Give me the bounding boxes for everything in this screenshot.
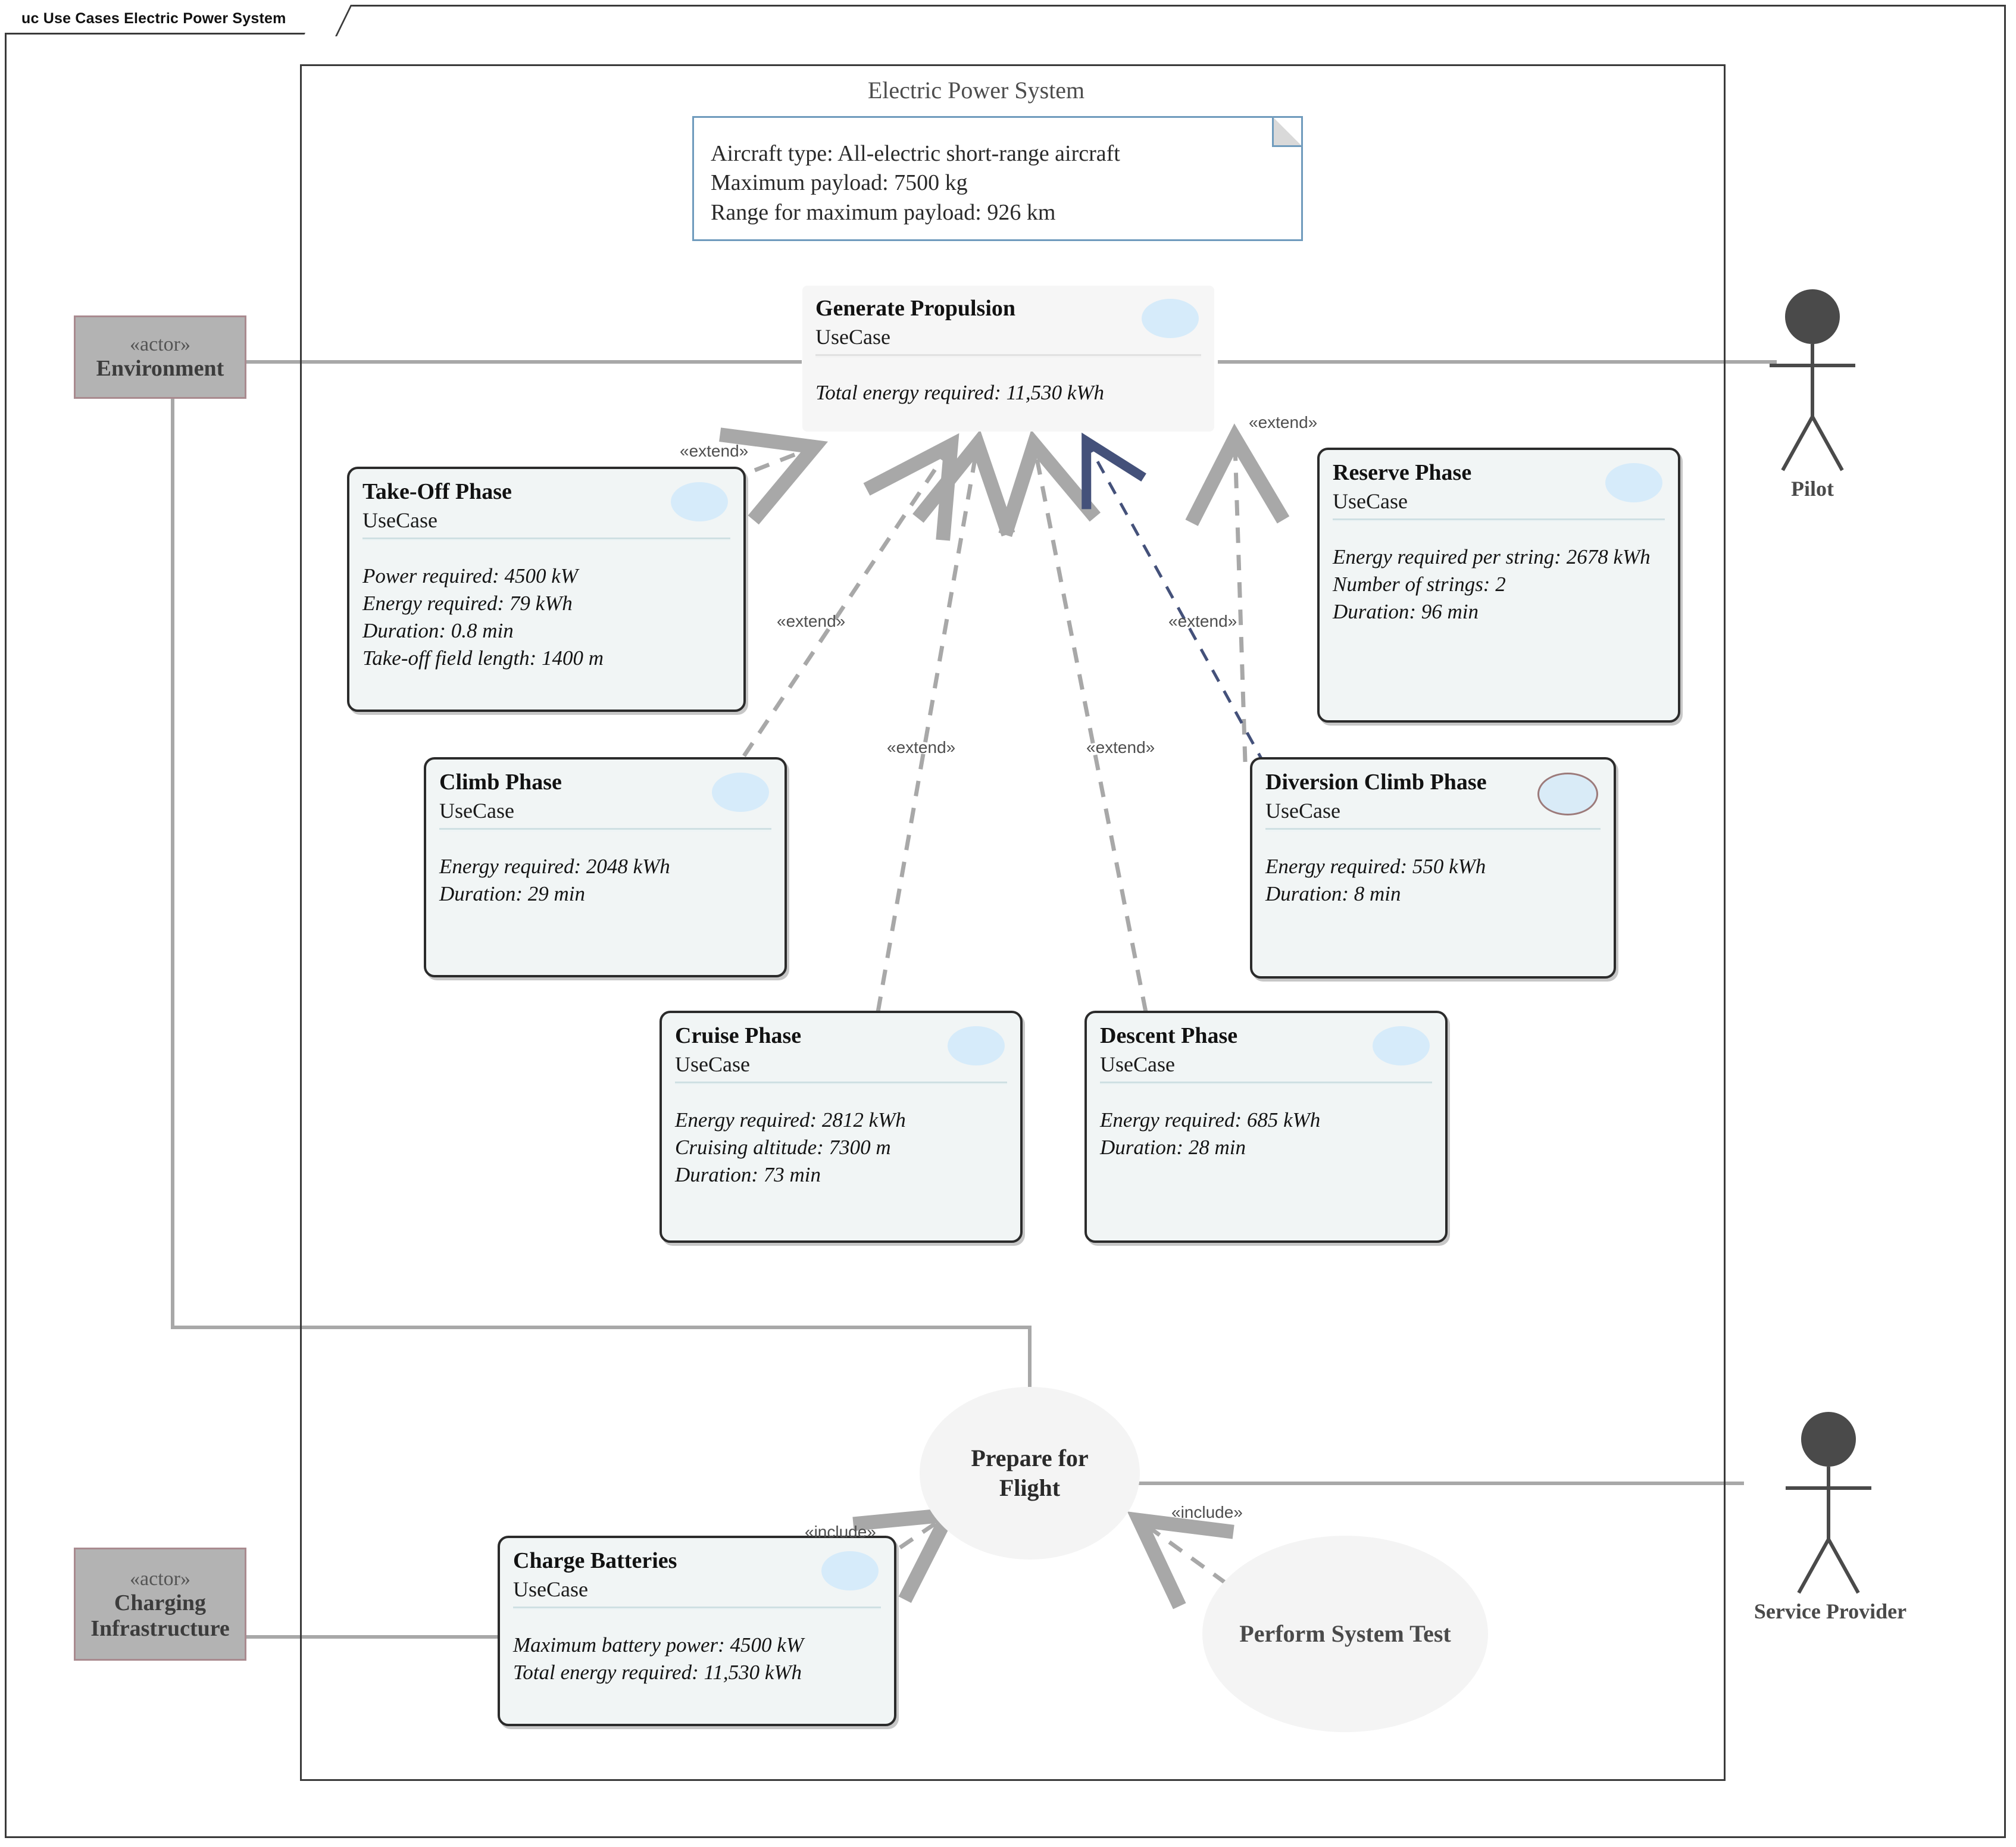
usecase-divider — [1265, 827, 1601, 832]
usecase-ellipse-icon — [1605, 463, 1662, 502]
usecase-name: Charge Batteries — [513, 1548, 677, 1573]
extend-label-take-off: «extend» — [680, 442, 749, 460]
actor-charging-infrastructure[interactable]: «actor» Charging Infrastructure — [74, 1548, 246, 1661]
usecase-divider — [675, 1081, 1007, 1085]
extend-label-descent: «extend» — [1086, 738, 1155, 757]
system-boundary-title: Electric Power System — [867, 77, 1085, 104]
usecase-name: Reserve Phase — [1333, 460, 1472, 485]
usecase-attribute: Energy required: 550 kWh — [1265, 854, 1486, 878]
actor-name: Pilot — [1791, 477, 1834, 501]
note-line-aircraft-type: Aircraft type: All-electric short-range … — [711, 141, 1120, 166]
include-label-charge-batteries: «include» — [805, 1523, 876, 1541]
usecase-climb-phase[interactable]: Climb Phase UseCase Energy required: 204… — [424, 757, 787, 977]
usecase-name: Generate Propulsion — [815, 296, 1016, 321]
usecase-divider — [1100, 1081, 1432, 1085]
usecase-ellipse-icon — [1373, 1026, 1430, 1065]
usecase-meta: UseCase — [675, 1052, 750, 1076]
usecase-attribute: Maximum battery power: 4500 kW — [513, 1633, 804, 1657]
system-boundary — [300, 64, 1726, 1781]
actor-environment[interactable]: «actor» Environment — [74, 315, 246, 399]
usecase-ellipse-icon — [712, 773, 769, 812]
usecase-meta: UseCase — [439, 798, 514, 823]
actor-name: Service Provider — [1754, 1599, 1907, 1623]
usecase-ellipse-outlined-icon — [1537, 773, 1598, 815]
diagram-frame — [5, 5, 2006, 1838]
usecase-attribute: Cruising altitude: 7300 m — [675, 1136, 891, 1160]
usecase-ellipse-icon — [1142, 299, 1199, 338]
usecase-ellipse-icon — [821, 1551, 879, 1590]
note-line-max-payload: Maximum payload: 7500 kg — [711, 170, 968, 196]
system-note: Aircraft type: All-electric short-range … — [692, 116, 1303, 241]
usecase-descent-phase[interactable]: Descent Phase UseCase Energy required: 6… — [1084, 1011, 1448, 1243]
usecase-attribute: Duration: 29 min — [439, 882, 585, 906]
usecase-take-off-phase[interactable]: Take-Off Phase UseCase Power required: 4… — [347, 467, 746, 712]
note-line-range: Range for maximum payload: 926 km — [711, 199, 1056, 225]
usecase-meta: UseCase — [1100, 1052, 1175, 1076]
diagram-frame-tab: uc Use Cases Electric Power System — [5, 5, 332, 35]
usecase-attribute: Power required: 4500 kW — [362, 564, 578, 587]
usecase-charge-batteries[interactable]: Charge Batteries UseCase Maximum battery… — [498, 1536, 896, 1726]
usecase-divider — [815, 354, 1201, 358]
diagram-title: uc Use Cases Electric Power System — [21, 10, 286, 27]
usecase-attribute: Duration: 28 min — [1100, 1136, 1246, 1160]
usecase-attribute: Take-off field length: 1400 m — [362, 646, 604, 670]
usecase-ellipse-icon — [948, 1026, 1005, 1065]
actor-pilot[interactable]: Pilot — [1753, 474, 1872, 501]
usecase-attribute: Energy required per string: 2678 kWh — [1333, 545, 1651, 568]
actor-service-provider[interactable]: Service Provider — [1738, 1596, 1923, 1624]
usecase-meta: UseCase — [815, 324, 890, 349]
actor-name-line1: Charging — [114, 1590, 207, 1615]
usecase-attribute: Duration: 96 min — [1333, 600, 1479, 624]
usecase-name: Diversion Climb Phase — [1265, 770, 1487, 795]
usecase-divider — [513, 1606, 881, 1610]
usecase-label-line2: Flight — [999, 1474, 1061, 1501]
usecase-attribute: Duration: 8 min — [1265, 882, 1401, 906]
usecase-attribute: Number of strings: 2 — [1333, 573, 1506, 596]
extend-label-reserve: «extend» — [1249, 413, 1318, 432]
usecase-diversion-climb-phase[interactable]: Diversion Climb Phase UseCase Energy req… — [1250, 757, 1616, 979]
actor-name-line2: Infrastructure — [90, 1615, 230, 1641]
usecase-label-line1: Prepare for — [971, 1445, 1089, 1471]
usecase-meta: UseCase — [362, 508, 437, 532]
usecase-name: Climb Phase — [439, 770, 562, 795]
usecase-attribute: Energy required: 2812 kWh — [675, 1108, 906, 1132]
usecase-meta: UseCase — [1265, 798, 1340, 823]
usecase-divider — [439, 827, 771, 832]
usecase-attribute: Energy required: 685 kWh — [1100, 1108, 1321, 1132]
extend-label-diversion: «extend» — [1168, 612, 1237, 630]
usecase-attribute: Energy required: 79 kWh — [362, 592, 573, 615]
usecase-attribute: Energy required: 2048 kWh — [439, 854, 670, 878]
actor-stereotype: «actor» — [130, 1567, 190, 1590]
usecase-divider — [1333, 518, 1665, 522]
extend-label-climb: «extend» — [777, 612, 846, 630]
usecase-name: Descent Phase — [1100, 1023, 1238, 1048]
usecase-attribute: Total energy required: 11,530 kWh — [513, 1661, 802, 1685]
usecase-name: Cruise Phase — [675, 1023, 802, 1048]
actor-stereotype: «actor» — [130, 333, 190, 356]
usecase-meta: UseCase — [1333, 489, 1408, 513]
usecase-generate-propulsion[interactable]: Generate Propulsion UseCase Total energy… — [802, 286, 1214, 432]
usecase-attribute: Duration: 73 min — [675, 1163, 821, 1187]
usecase-ellipse-icon — [671, 482, 728, 521]
usecase-name: Take-Off Phase — [362, 479, 512, 504]
include-label-perform-system-test: «include» — [1171, 1503, 1243, 1521]
actor-name: Environment — [96, 356, 224, 382]
usecase-prepare-for-flight[interactable]: Prepare for Flight — [920, 1387, 1140, 1560]
usecase-label-line1: Perform System Test — [1239, 1620, 1451, 1647]
usecase-divider — [362, 537, 730, 541]
usecase-meta: UseCase — [513, 1577, 588, 1601]
usecase-attribute: Duration: 0.8 min — [362, 619, 514, 643]
usecase-reserve-phase[interactable]: Reserve Phase UseCase Energy required pe… — [1317, 448, 1680, 723]
usecase-cruise-phase[interactable]: Cruise Phase UseCase Energy required: 28… — [660, 1011, 1023, 1243]
usecase-perform-system-test[interactable]: Perform System Test — [1202, 1536, 1488, 1732]
usecase-attribute: Total energy required: 11,530 kWh — [815, 380, 1105, 404]
extend-label-cruise: «extend» — [887, 738, 956, 757]
